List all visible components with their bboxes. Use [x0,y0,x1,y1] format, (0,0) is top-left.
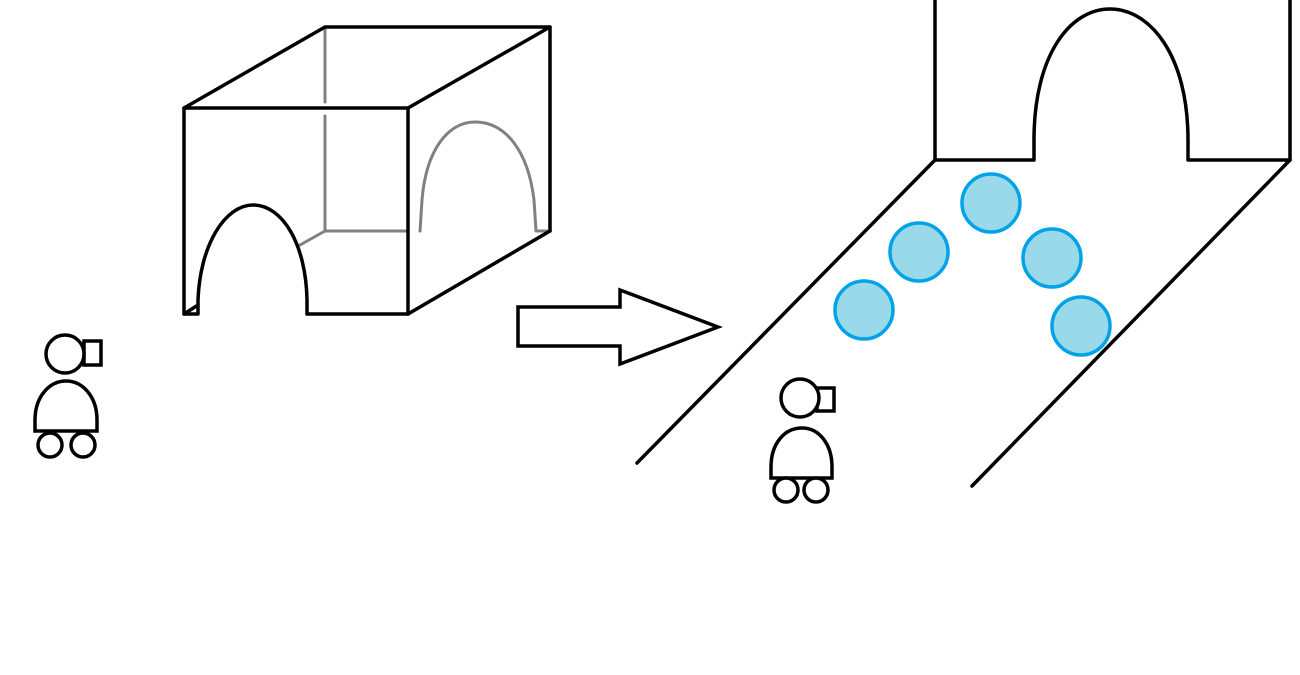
corridor-icon [635,0,1292,488]
visible-edges [182,25,552,316]
hidden-edges [298,25,550,247]
right-arrow-icon [516,287,723,367]
circle-marker-icon [1050,295,1112,357]
marker-group [833,172,1112,357]
circle-marker-icon [960,172,1022,234]
robot-icon [33,333,103,459]
circle-marker-icon [1021,227,1083,289]
robot-icon [769,377,836,504]
box-with-arches-icon [182,25,552,316]
circle-marker-icon [833,279,895,341]
circle-marker-icon [888,221,950,283]
